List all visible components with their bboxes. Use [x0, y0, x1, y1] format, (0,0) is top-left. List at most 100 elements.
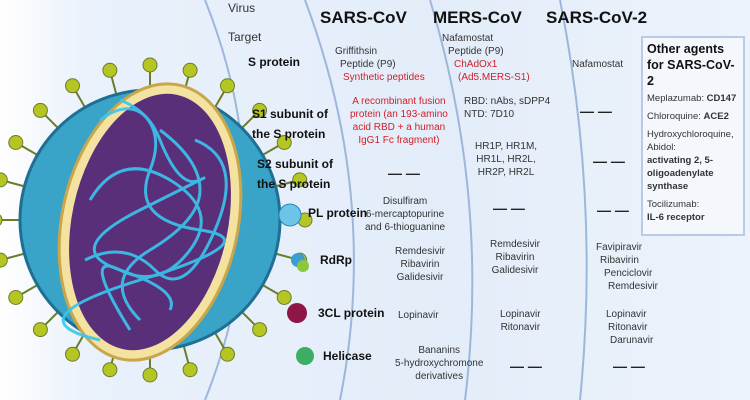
drug: 5-hydroxychromone — [395, 358, 484, 369]
spike-protein-icon — [276, 135, 292, 150]
spike-protein-icon — [32, 322, 48, 338]
drug: Bananins — [418, 345, 461, 356]
agent-item: Meplazumab: CD147 — [647, 92, 739, 105]
drug: Synthetic peptides — [343, 72, 425, 83]
spike-protein-icon — [276, 290, 292, 305]
spike-protein-icon — [142, 57, 158, 73]
agent-target: IL-6 receptor — [647, 212, 705, 223]
drug: (Ad5.MERS-S1) — [458, 72, 530, 83]
col-sars-cov-2: SARS-CoV-2 — [546, 8, 648, 27]
sars-pl: Disulfiram 6-mercaptopurine and 6-thioguan… — [365, 195, 445, 234]
agent-item: Hydroxychloroquine, Abidol:activating 2,… — [647, 128, 739, 193]
3cl-protein-icon — [287, 303, 307, 323]
column-divider — [559, 0, 588, 400]
sars2-s: Nafamostat — [572, 59, 624, 70]
spike-protein-icon — [182, 362, 198, 378]
drug: and 6-thioguanine — [365, 222, 446, 233]
drug: RBD: nAbs, sDPP4 — [464, 96, 551, 107]
agent-item: Chloroquine: ACE2 — [647, 110, 739, 123]
drug: ChAdOx1 — [454, 59, 498, 70]
helicase-icon — [296, 347, 314, 365]
target-s1: S1 subunit of the S protein — [252, 104, 328, 144]
drug: Darunavir — [610, 335, 654, 346]
mers-helicase: — — — [510, 358, 542, 374]
other-agents-title: Other agents for SARS-CoV-2 — [647, 41, 739, 89]
mers-s2: HR1P, HR1M, HR1L, HR2L, HR2P, HR2L — [475, 140, 537, 179]
drug: Remdesivir — [395, 246, 446, 257]
title-line: for SARS-CoV-2 — [647, 58, 735, 88]
drug: Lopinavir — [500, 309, 541, 320]
drug: Ribavirin — [495, 252, 535, 263]
label: the S protein — [257, 177, 331, 191]
label: S1 subunit of — [252, 107, 328, 121]
spike-protein-icon — [32, 102, 48, 118]
spike-protein-icon — [0, 214, 3, 226]
spike-protein-icon — [252, 102, 268, 118]
spike-protein-icon — [0, 252, 8, 268]
spike-protein-icon — [8, 135, 24, 150]
spike-protein-icon — [182, 62, 198, 78]
drug: HR1P, HR1M, — [475, 141, 538, 152]
column-divider — [429, 0, 474, 400]
drug: HR2P, HR2L — [477, 167, 535, 178]
target-s-protein: S protein — [248, 55, 301, 69]
target-rdrp: RdRp — [320, 253, 352, 267]
agent-item: Tocilizumab:IL-6 receptor — [647, 198, 739, 224]
spike-protein-icon — [220, 346, 235, 362]
title-line: Other agents — [647, 42, 725, 56]
label: the S protein — [252, 127, 326, 141]
drug: Ritonavir — [608, 322, 648, 333]
spike-protein-icon — [65, 346, 80, 362]
sars2-pl: — — — [597, 202, 629, 218]
drug: acid RBD + a human — [352, 122, 446, 133]
spike-protein-icon — [8, 290, 24, 305]
drug: Lopinavir — [606, 309, 647, 320]
drug: Ribavirin — [400, 259, 440, 270]
drug: Peptide (P9) — [340, 59, 396, 70]
spike-protein-icon — [292, 172, 308, 188]
sars2-helicase: — — — [613, 358, 645, 374]
sars2-s2: — — — [593, 153, 625, 169]
drug: Disulfiram — [382, 196, 428, 207]
spike-protein-icon — [252, 322, 268, 338]
col-mers-cov: MERS-CoV — [433, 8, 522, 27]
label: S2 subunit of — [257, 157, 333, 171]
drug: derivatives — [415, 371, 464, 382]
drug: protein (an 193-amino — [350, 109, 448, 120]
sars-helicase: Bananins 5-hydroxychromone derivatives — [395, 344, 483, 383]
spike-protein-icon — [102, 62, 118, 78]
col-sars-cov: SARS-CoV — [320, 8, 407, 27]
drug: Galidesivir — [396, 272, 444, 283]
drug: Penciclovir — [604, 268, 653, 279]
spike-protein-icon — [102, 362, 118, 378]
drug: Griffithsin — [335, 46, 378, 57]
target-header: Target — [228, 30, 262, 44]
pl-protein-icon — [278, 203, 302, 227]
drug: 6-mercaptopurine — [365, 209, 445, 220]
target-s2: S2 subunit of the S protein — [257, 154, 333, 194]
spike-protein-icon — [65, 78, 80, 94]
mers-pl: — — — [493, 200, 525, 216]
drug: Remdesivir — [608, 281, 659, 292]
agent: Meplazumab: — [647, 93, 707, 104]
drug: Peptide (P9) — [448, 46, 504, 57]
agent-target: ACE2 — [703, 111, 729, 122]
drug: Nafamostat — [442, 33, 494, 44]
spike-protein-icon — [0, 172, 8, 188]
sars2-s1: — — — [580, 103, 612, 119]
agent: Hydroxychloroquine, Abidol: — [647, 129, 734, 153]
other-agents-box: Other agents for SARS-CoV-2 Meplazumab: C… — [641, 36, 745, 236]
drug: Ritonavir — [500, 322, 541, 333]
drug: Ribavirin — [600, 255, 639, 266]
drug: A recombinant fusion — [352, 96, 446, 107]
drug: Favipiravir — [596, 242, 643, 253]
drug: HR1L, HR2L, — [476, 154, 536, 165]
